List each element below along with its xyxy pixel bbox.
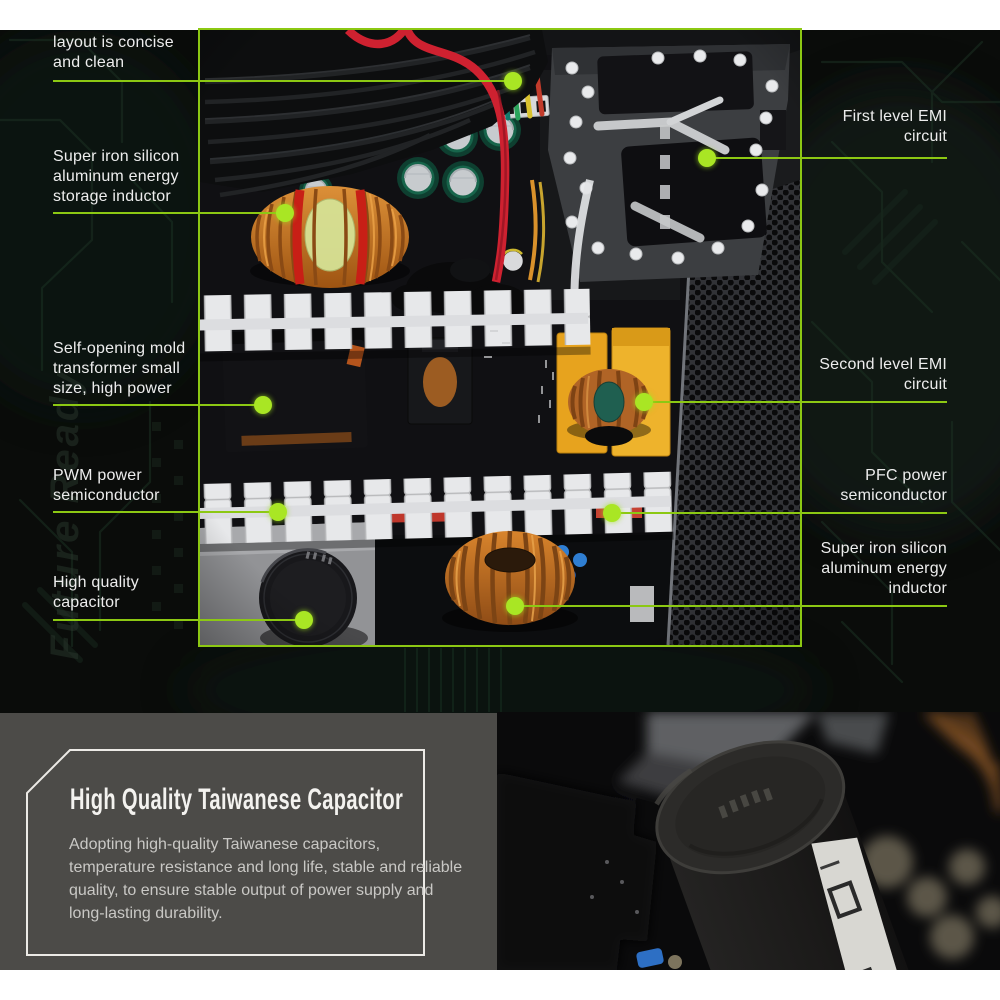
info-panel: High Quality Taiwanese Capacitor Adoptin… (0, 713, 497, 970)
callout-line (53, 619, 304, 621)
callout-dot (698, 149, 716, 167)
callout-dot (254, 396, 272, 414)
panel-outline (26, 749, 425, 956)
callout-dot (276, 204, 294, 222)
callout-line (515, 605, 947, 607)
callout-line (53, 511, 278, 513)
psu-interior-photo (200, 30, 800, 645)
callout-dot (506, 597, 524, 615)
callout-dot (635, 393, 653, 411)
callout-label-pwm: PWM power semiconductor (53, 467, 160, 504)
callout-label-pfc: PFC power semiconductor (840, 467, 947, 504)
capacitor-closeup-photo (497, 712, 1000, 970)
callout-dot (603, 504, 621, 522)
callout-dot (504, 72, 522, 90)
callout-line (53, 80, 513, 82)
callout-line (707, 157, 947, 159)
panel-heading: High Quality Taiwanese Capacitor (70, 783, 404, 816)
callout-label-layout: layout is concise and clean (53, 34, 174, 71)
callout-label-second-emi: Second level EMI circuit (819, 356, 947, 393)
watermark-text: Future Ready (43, 368, 87, 660)
callout-label-first-emi: First level EMI circuit (842, 108, 947, 145)
callout-line (612, 512, 947, 514)
callout-label-energy-inductor: Super iron silicon aluminum energy induc… (820, 540, 947, 597)
callout-label-storage-inductor: Super iron silicon aluminum energy stora… (53, 148, 180, 205)
callout-dot (295, 611, 313, 629)
callout-line (53, 212, 285, 214)
callout-line (53, 404, 263, 406)
panel-body: Adopting high-quality Taiwanese capacito… (69, 836, 463, 922)
callout-label-transformer: Self-opening mold transformer small size… (53, 340, 186, 397)
callout-label-capacitor: High quality capacitor (53, 574, 140, 611)
callout-dot (269, 503, 287, 521)
callout-line (644, 401, 947, 403)
